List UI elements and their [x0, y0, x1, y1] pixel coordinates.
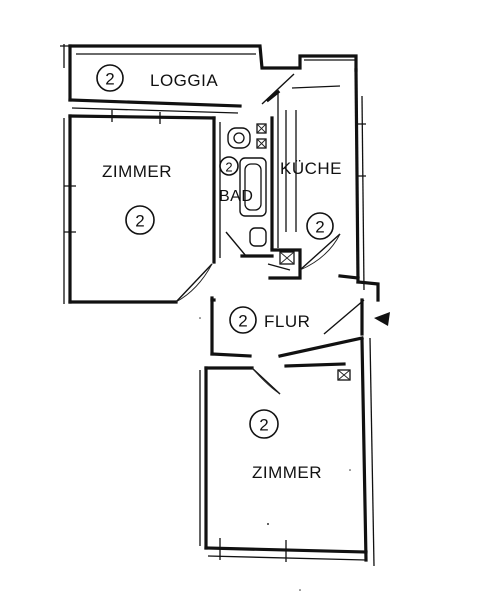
entrance-arrow-icon — [374, 312, 390, 326]
bathroom-fixtures — [227, 123, 267, 247]
room-flur-mark: 2 — [238, 312, 247, 331]
room-zimmer-bottom-mark: 2 — [259, 416, 268, 435]
bathtub-icon — [239, 157, 267, 217]
kitchen-fixtures — [267, 110, 297, 271]
windows — [64, 59, 366, 562]
room-loggia-mark: 2 — [105, 70, 114, 89]
room-bad-label: BAD — [219, 188, 253, 205]
room-zimmer-bottom-mark-circle — [249, 409, 279, 439]
room-flur-mark-circle — [229, 306, 257, 334]
room-bad: 2 BAD — [219, 156, 253, 205]
basin-icon — [249, 227, 267, 247]
room-flur-label: FLUR — [264, 312, 310, 331]
room-kueche: KÜCHE 2 — [280, 159, 342, 240]
shaft-hatch — [337, 369, 351, 381]
room-zimmer-bottom: 2 ZIMMER — [249, 409, 322, 482]
room-zimmer-top-mark: 2 — [135, 212, 144, 231]
room-loggia: 2 LOGGIA — [96, 64, 218, 92]
interior-walls — [204, 85, 364, 370]
room-loggia-label: LOGGIA — [150, 71, 218, 90]
room-zimmer-bottom-label: ZIMMER — [252, 463, 322, 482]
room-zimmer-top-label: ZIMMER — [102, 162, 172, 181]
toilet-icon — [227, 127, 251, 149]
room-zimmer-top-mark-circle — [125, 205, 155, 235]
room-flur: 2 FLUR — [229, 306, 310, 334]
room-bad-mark-circle — [219, 156, 239, 176]
outer-walls — [60, 44, 380, 567]
room-kueche-mark: 2 — [315, 218, 324, 237]
room-kueche-mark-circle — [306, 212, 334, 240]
scan-specks — [199, 317, 351, 591]
room-bad-mark: 2 — [225, 160, 232, 175]
doors — [175, 73, 365, 395]
room-loggia-mark-circle — [96, 64, 124, 92]
room-zimmer-top: ZIMMER 2 — [102, 162, 172, 235]
room-kueche-label: KÜCHE — [280, 159, 342, 178]
